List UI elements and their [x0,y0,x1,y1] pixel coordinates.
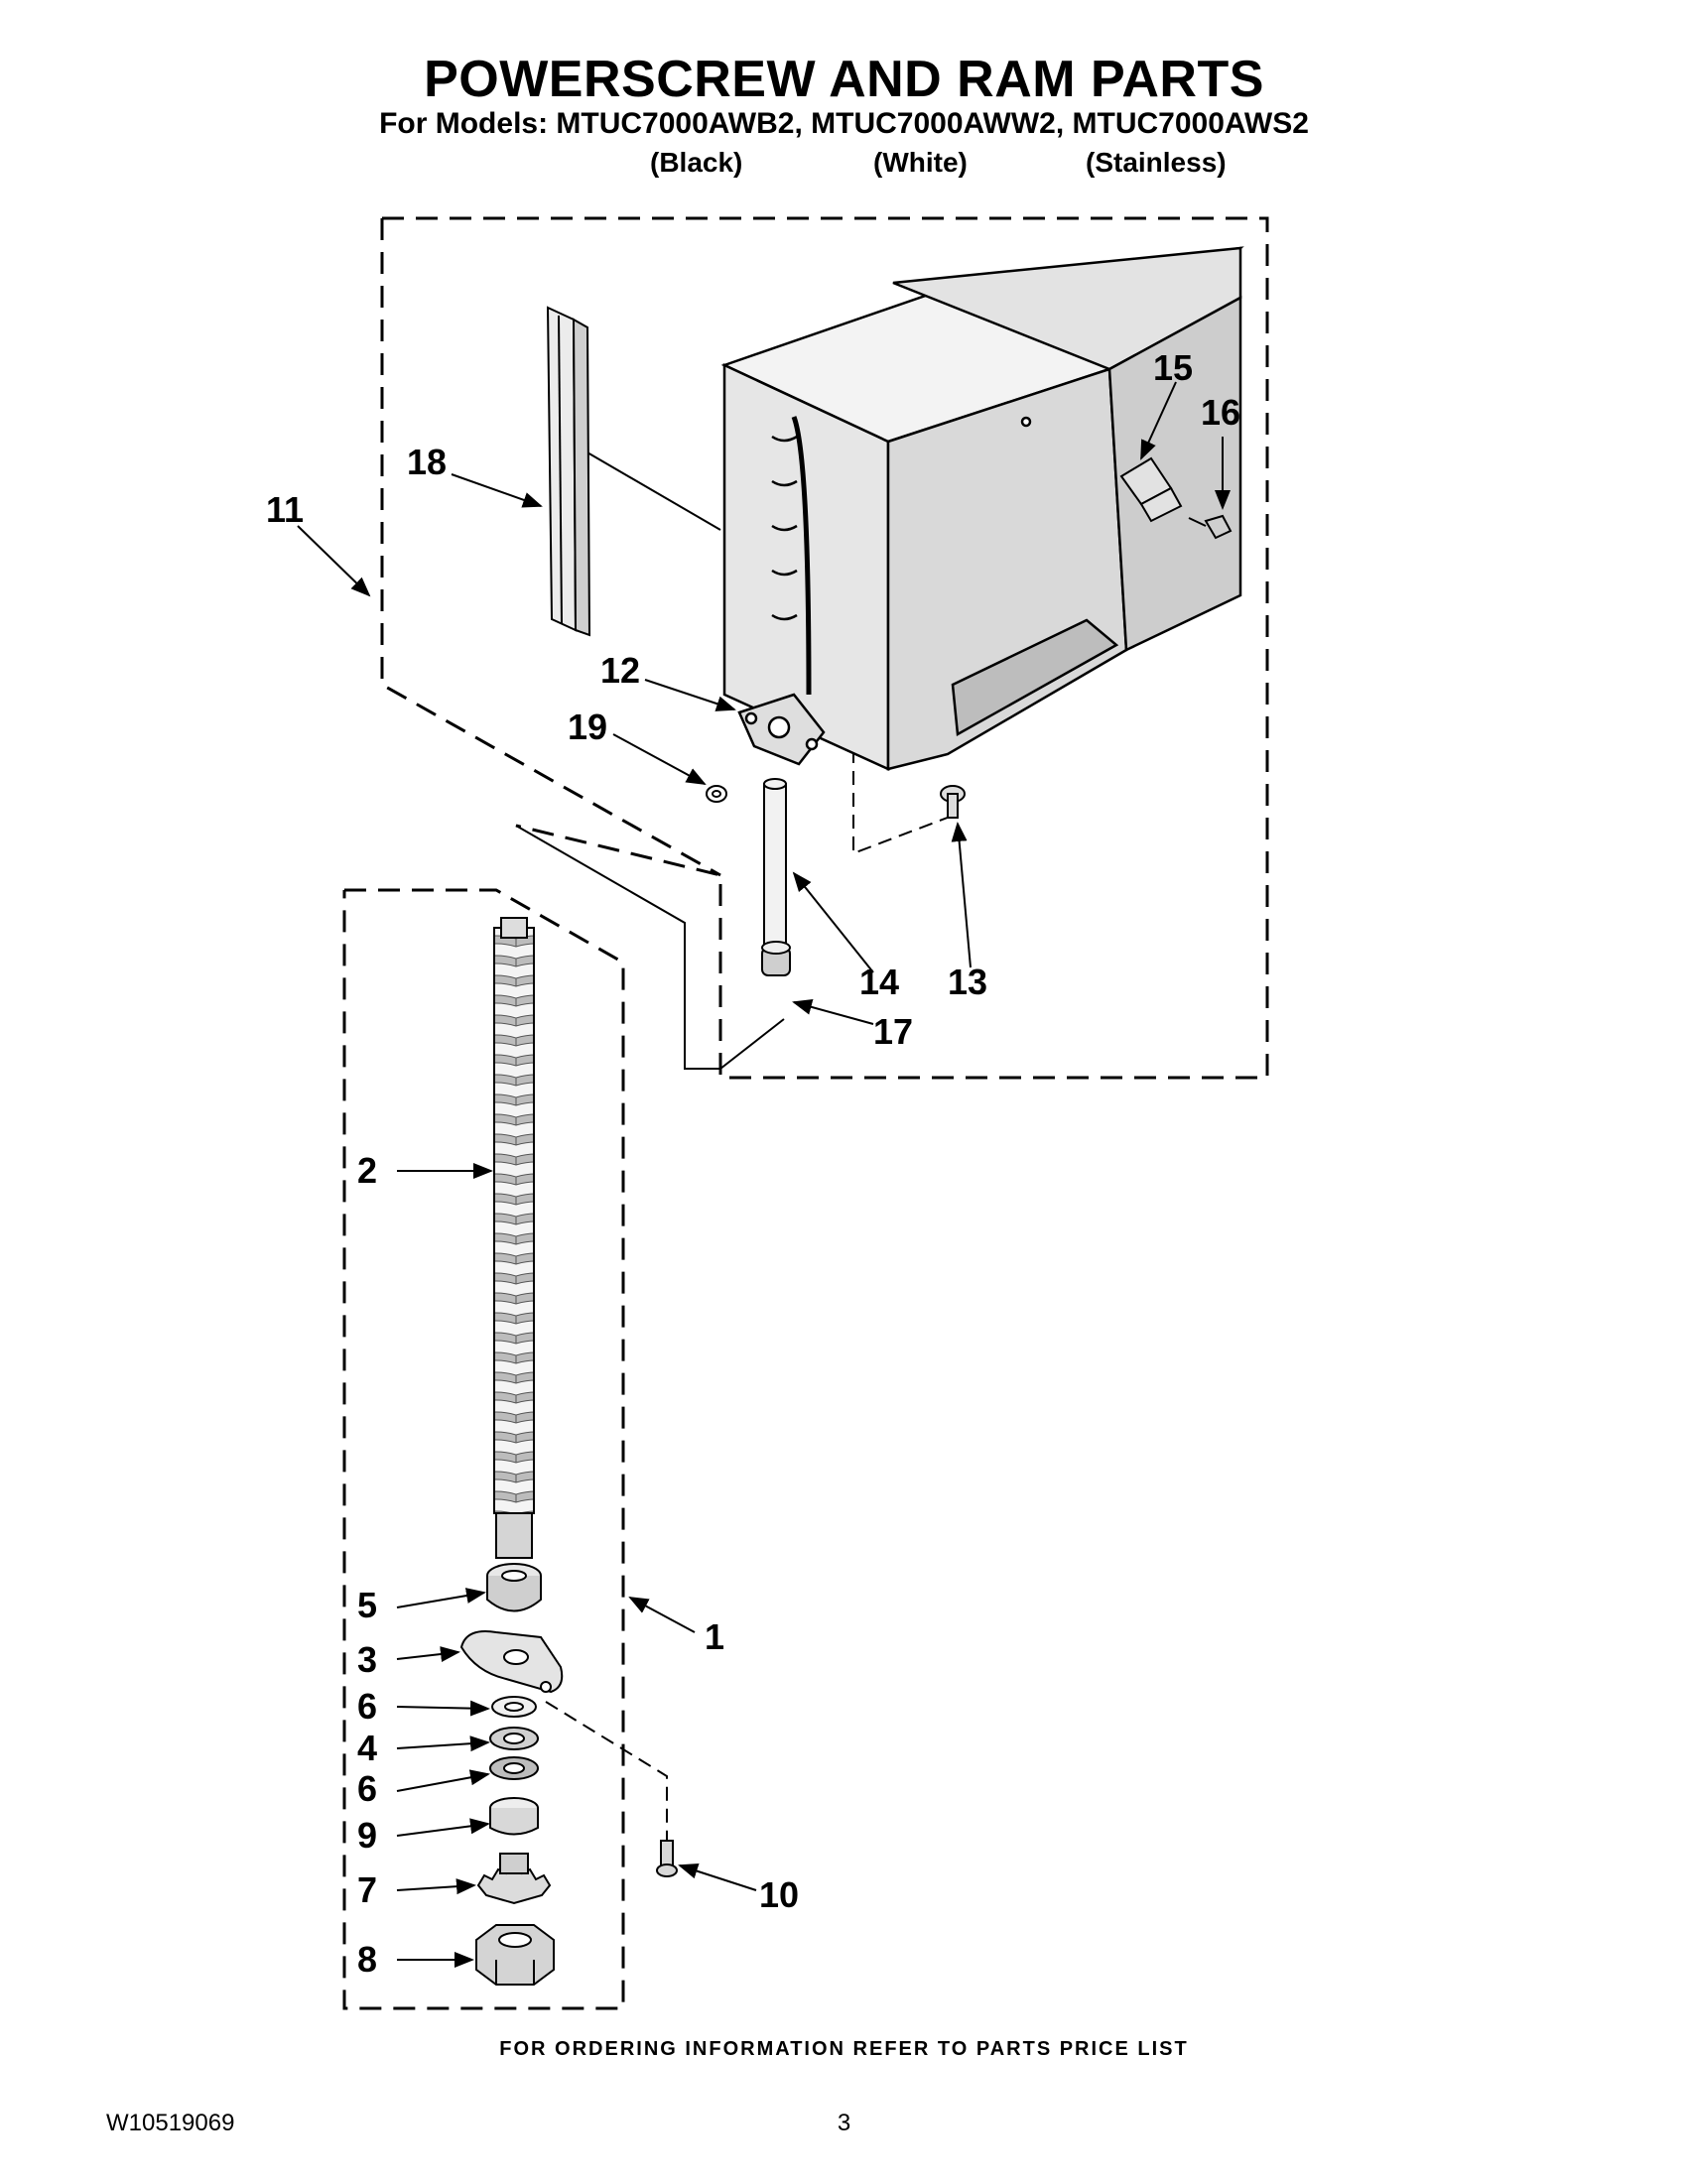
page-title: POWERSCREW AND RAM PARTS [424,51,1264,108]
hex-nut-part [475,1924,555,1986]
callout-6-lower: 6 [357,1768,377,1809]
page-number: 3 [837,2110,851,2136]
bearing-part [486,1563,542,1612]
callout-3: 3 [357,1639,377,1680]
washer-6-upper-part [491,1696,537,1718]
callout-arrows [297,381,1231,1968]
washer-19-part [706,785,727,803]
washer-6-lower-part [489,1756,539,1780]
powerscrew-assembly-dashed-boundary [342,888,625,2010]
variant-black: (Black) [650,147,743,178]
ordering-note: FOR ORDERING INFORMATION REFER TO PARTS … [499,2038,1189,2060]
bushing-part [761,941,791,976]
callout-4: 4 [357,1728,377,1768]
callout-7: 7 [357,1869,377,1910]
callout-19: 19 [568,707,607,747]
screw-16-part [1188,514,1233,540]
screw-10-part [656,1840,678,1877]
callout-18: 18 [407,442,447,482]
ram-box-part [720,246,1244,771]
leader-lines-solid [515,448,785,1070]
callout-12: 12 [600,650,640,691]
callout-17: 17 [873,1011,913,1052]
callout-13: 13 [948,962,987,1002]
powerscrew-part [493,917,535,1559]
callout-8: 8 [357,1939,377,1980]
callout-2: 2 [357,1150,377,1191]
mounting-plate-part [459,1630,564,1694]
thrust-bearing-part [489,1727,539,1750]
callout-6-upper: 6 [357,1686,377,1727]
document-number: W10519069 [106,2110,235,2136]
ram-assembly-dashed-boundary [380,216,1269,1080]
trim-strip-part [546,306,591,637]
callout-16: 16 [1201,392,1240,433]
clip-part [1119,456,1183,523]
callout-9: 9 [357,1815,377,1856]
rod-part [763,778,787,964]
callout-10: 10 [759,1874,799,1915]
callout-1: 1 [705,1616,724,1657]
screw-13-part [940,785,966,819]
variant-white: (White) [873,147,968,178]
callout-11: 11 [266,489,304,530]
callout-14: 14 [859,962,899,1002]
cup-part [489,1797,539,1836]
callout-15: 15 [1153,347,1193,388]
variant-stainless: (Stainless) [1086,147,1227,178]
bracket-part [737,693,826,766]
callout-5: 5 [357,1585,377,1625]
sprocket-part [476,1853,552,1905]
models-subtitle: For Models: MTUC7000AWB2, MTUC7000AWW2, … [379,107,1309,140]
